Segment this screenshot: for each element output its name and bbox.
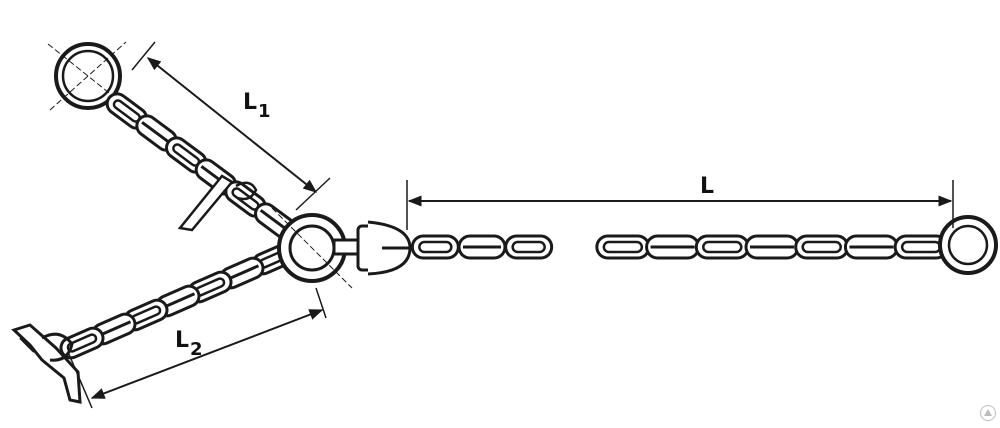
main-link-icon bbox=[410, 234, 460, 260]
main-link-icon bbox=[694, 234, 750, 260]
main-link-icon bbox=[504, 234, 554, 260]
main-link-icon bbox=[794, 234, 850, 260]
dimension-L1 bbox=[131, 41, 331, 211]
main-chain bbox=[410, 234, 949, 260]
main-link-icon bbox=[595, 234, 651, 260]
main-link-icon bbox=[645, 234, 701, 260]
label-L: L bbox=[700, 174, 715, 199]
swivel-icon bbox=[332, 220, 412, 276]
main-link-icon bbox=[843, 234, 899, 260]
main-link-icon bbox=[744, 234, 800, 260]
hook-icon bbox=[11, 323, 82, 404]
end-ring-icon bbox=[938, 215, 998, 275]
main-link-icon bbox=[457, 234, 507, 260]
label-L1: L1 bbox=[243, 90, 271, 122]
label-L2: L2 bbox=[175, 328, 203, 360]
watermark-icon bbox=[980, 405, 996, 421]
top-ring-icon bbox=[47, 41, 129, 111]
main-link-icon bbox=[893, 234, 949, 260]
dimension-L2 bbox=[67, 287, 327, 409]
dimension-L bbox=[406, 180, 954, 230]
